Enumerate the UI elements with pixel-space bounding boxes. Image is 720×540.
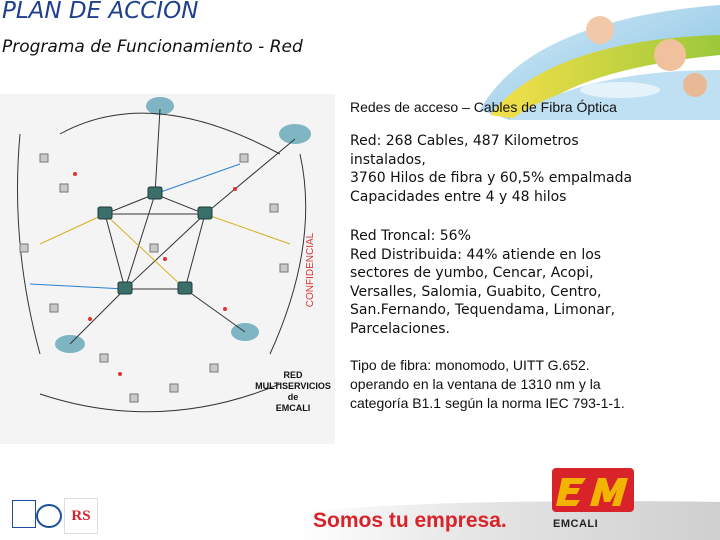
para2-line: Versalles, Salomia, Guabito, Centro, <box>350 283 602 300</box>
emcali-logo <box>552 468 634 512</box>
section-heading: Redes de acceso – Cables de Fibra Óptica <box>350 99 617 115</box>
para1-line: 3760 Hilos de fibra y 60,5% empalmada <box>350 170 633 186</box>
para3-line: operando en la ventana de 1310 nm y la <box>350 376 601 392</box>
network-diagram: RED MULTISERVICIOS de EMCALI <box>0 94 335 444</box>
para1-line: Red: 268 Cables, 487 Kilometros <box>350 133 579 149</box>
brand-name: EMCALI <box>553 518 599 530</box>
diagram-caption-line3: EMCALI <box>275 403 311 413</box>
para3-line: Tipo de fibra: monomodo, UITT G.652. <box>350 357 590 373</box>
paragraph-fibra: Tipo de fibra: monomodo, UITT G.652. ope… <box>350 356 712 413</box>
rs-logo: RS <box>64 498 98 534</box>
paragraph-troncal: Red Troncal: 56% Red Distribuida: 44% at… <box>350 227 712 338</box>
page-subtitle: Programa de Funcionamiento - Red <box>2 37 303 57</box>
footer-slogan: Somos tu empresa. <box>313 509 507 532</box>
para2-line: Red Distribuida: 44% atiende en los <box>350 246 602 263</box>
certification-logo <box>12 500 36 528</box>
para2-line: sectores de yumbo, Cencar, Acopi, <box>350 265 594 281</box>
diagram-caption-line2: de <box>287 392 299 402</box>
diagram-caption-line1: RED MULTISERVICIOS <box>255 370 331 391</box>
page-title: PLAN DE ACCION <box>2 0 199 24</box>
para2-line: Parcelaciones. <box>350 320 451 337</box>
certification-logo-2 <box>36 504 62 528</box>
para2-line: Red Troncal: 56% <box>350 228 471 244</box>
rs-logo-text: RS <box>71 508 91 524</box>
para3-line: categoría B1.1 según la norma IEC 793-1-… <box>350 395 625 411</box>
confidential-stamp: CONFIDENCIAL <box>298 225 328 315</box>
para2-line: San.Fernando, Tequendama, Limonar, <box>350 302 616 318</box>
confidential-stamp-text: CONFIDENCIAL <box>305 232 316 307</box>
paragraph-red: Red: 268 Cables, 487 Kilometros instalad… <box>350 132 712 206</box>
para1-line: Capacidades entre 4 y 48 hilos <box>350 188 567 205</box>
para1-line: instalados, <box>350 151 426 168</box>
diagram-caption: RED MULTISERVICIOS de EMCALI <box>253 370 333 414</box>
header-banner-image <box>470 0 720 120</box>
main-content: Redes de acceso – Cables de Fibra Óptica… <box>350 98 712 413</box>
